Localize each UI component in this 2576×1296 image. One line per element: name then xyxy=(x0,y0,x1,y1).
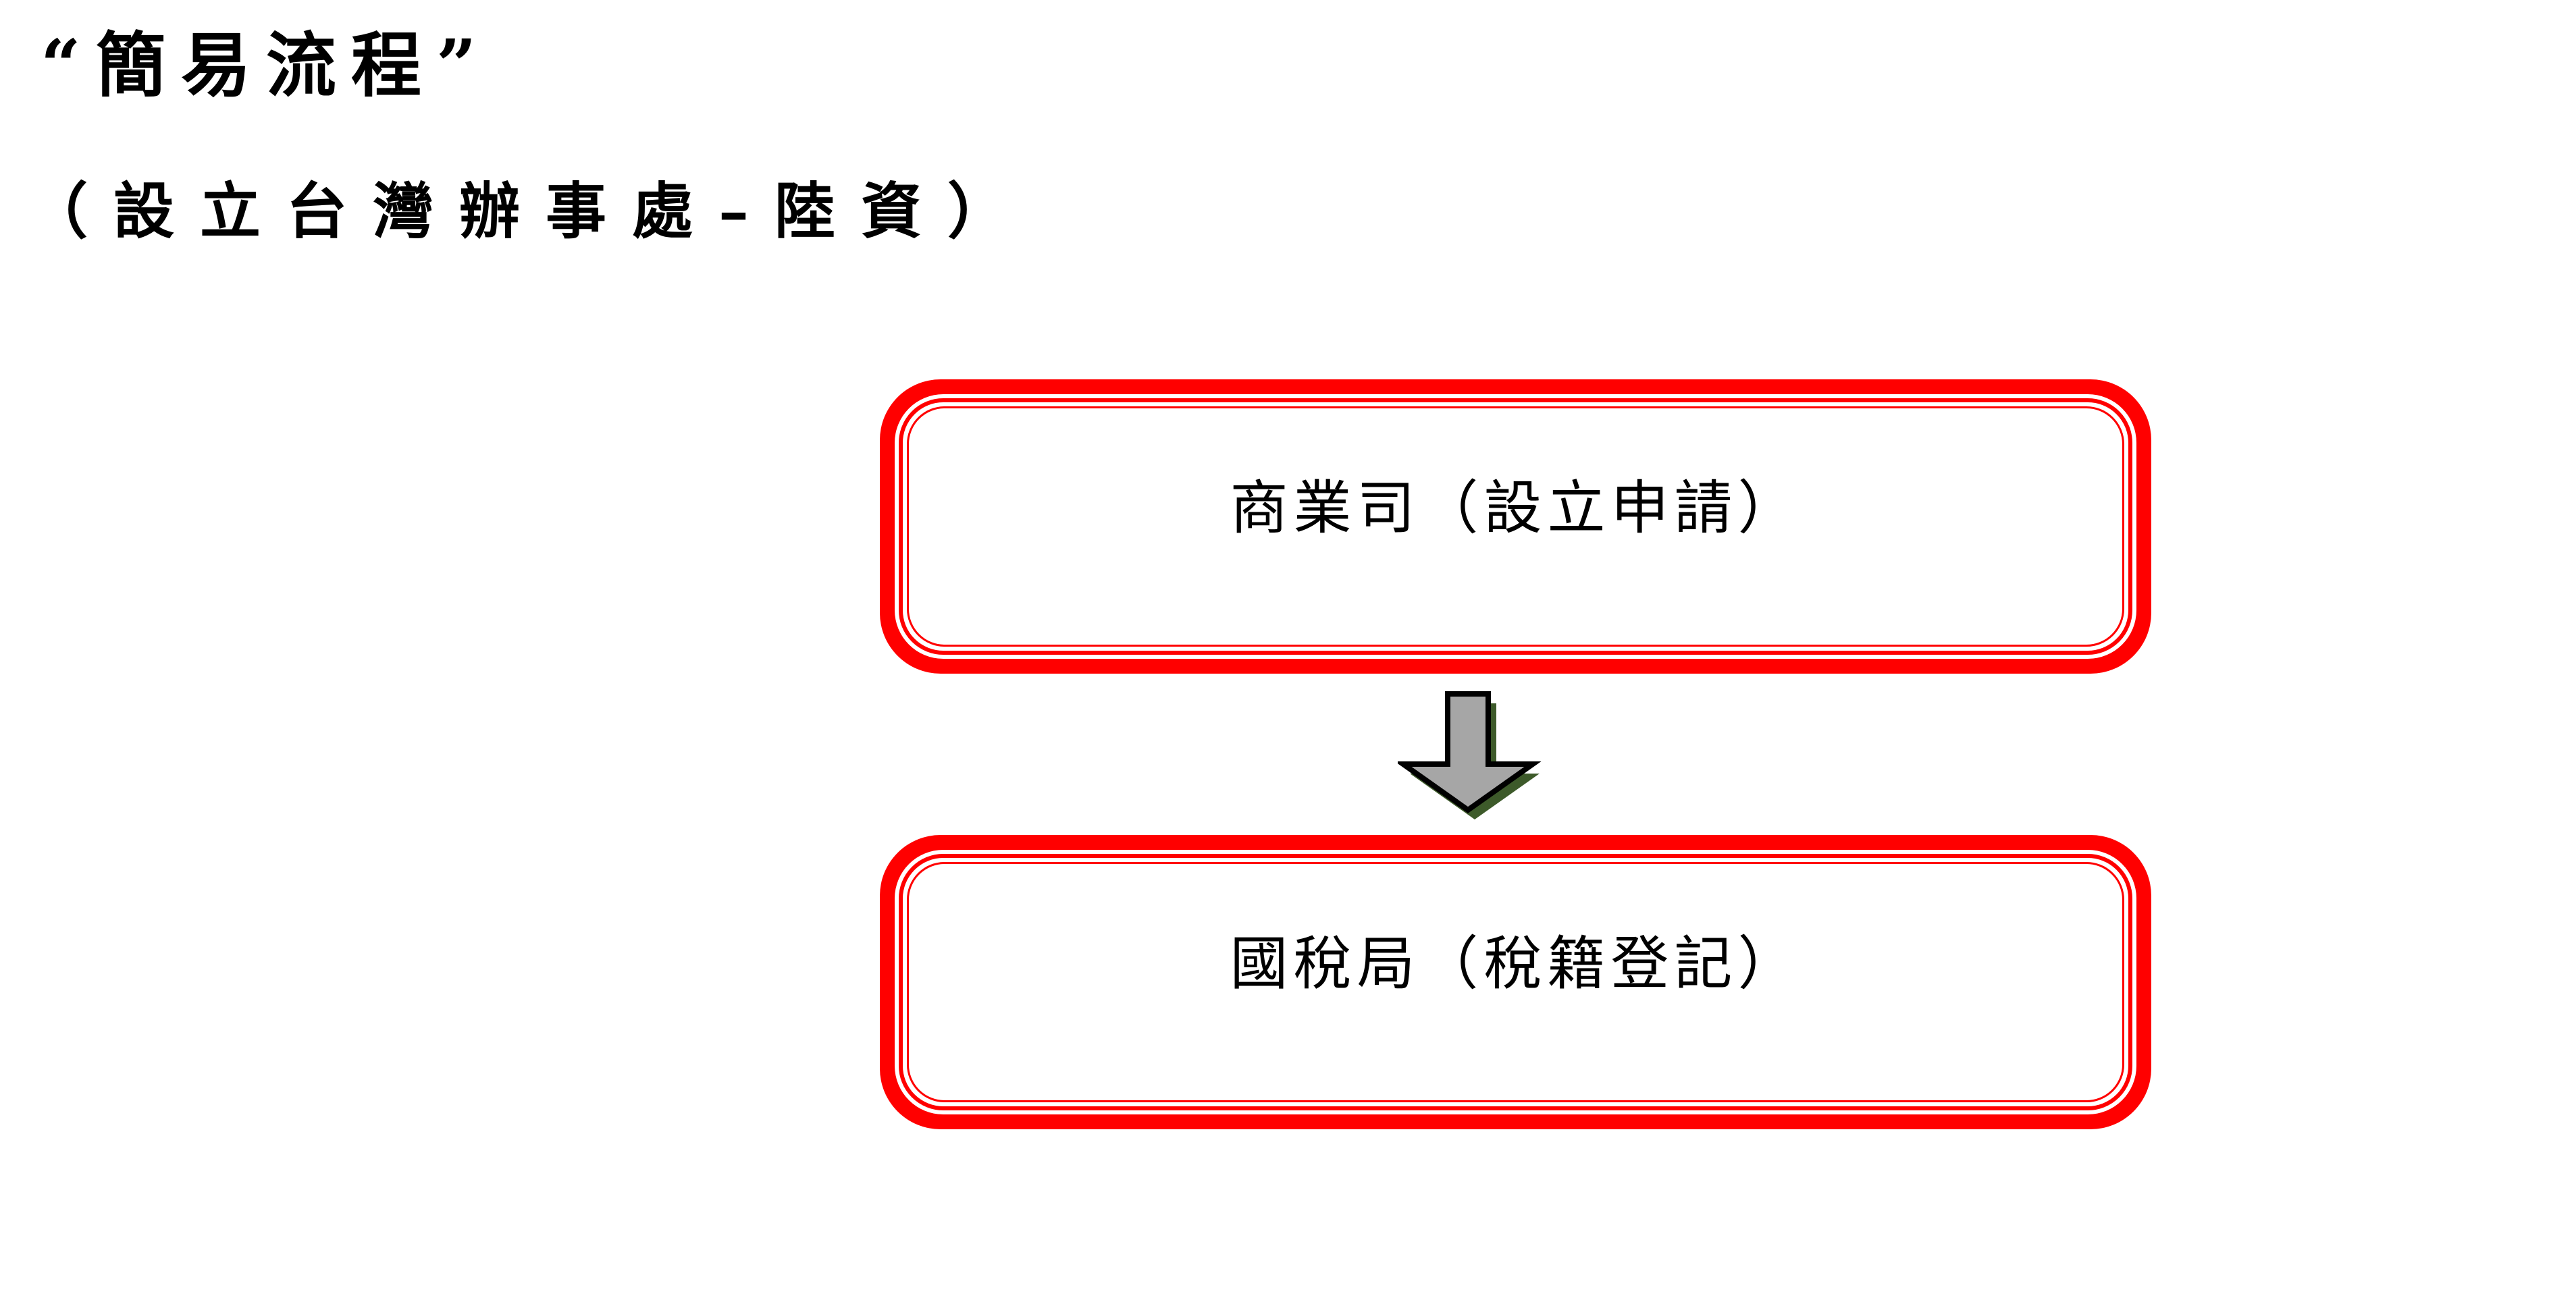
flow-step-business-department: 商業司（設立申請） xyxy=(880,379,2151,674)
page-subtitle: （設立台灣辦事處–陸資） xyxy=(27,176,1034,247)
page-title: “簡易流程” xyxy=(41,24,492,107)
down-arrow-icon xyxy=(1398,691,1542,819)
flow-step-label: 國稅局（稅籍登記） xyxy=(1230,930,1802,998)
flow-step-label: 商業司（設立申請） xyxy=(1230,475,1802,542)
arrow-body xyxy=(1398,691,1542,813)
flow-step-tax-bureau: 國稅局（稅籍登記） xyxy=(880,835,2151,1129)
